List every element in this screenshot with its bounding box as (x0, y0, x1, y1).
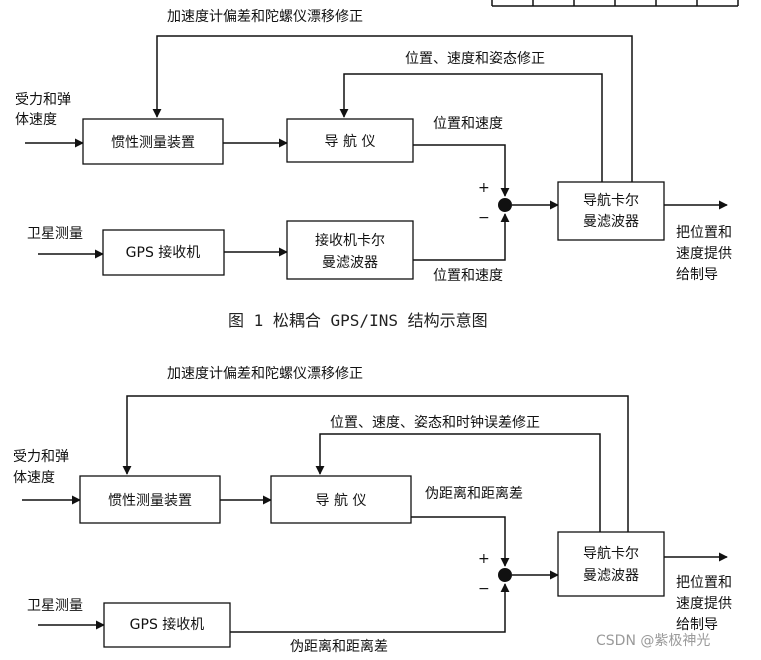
gps-receiver-box (102, 229, 225, 276)
imu-label: 惯性测量装置 (111, 134, 195, 151)
kf-label-line2: 曼滤波器 (583, 214, 639, 230)
nav-kalman-filter-box-2 (557, 531, 665, 597)
gps-to-junction-arrow-2 (230, 583, 510, 633)
output-label-line3: 给制导 (676, 267, 718, 283)
imu-label-2: 惯性测量装置 (108, 492, 192, 509)
nav-box-2 (270, 475, 412, 524)
mid-feedback-label-2: 位置、速度、姿态和时钟误差修正 (330, 414, 540, 431)
sat-input-label: 卫星测量 (27, 226, 83, 242)
output-label-2-line1: 把位置和 (676, 575, 732, 591)
gps-output-label: 位置和速度 (433, 268, 503, 284)
summing-junction-2 (498, 568, 512, 582)
rkf-to-junction-arrow (413, 213, 510, 261)
output-label-line2: 速度提供 (676, 246, 732, 262)
force-input-label-2-line2: 体速度 (13, 470, 55, 486)
top-feedback-arrow (152, 35, 633, 182)
nav-to-junction-arrow-2 (411, 516, 510, 567)
force-input-label-2-line1: 受力和弹 (13, 449, 69, 465)
gps-label: GPS 接收机 (126, 244, 201, 261)
sat-input-label-2: 卫星测量 (27, 598, 83, 614)
output-label-2-line3: 给制导 (676, 617, 718, 633)
table-remnant (491, 0, 739, 7)
nav-to-junction-arrow (413, 144, 510, 197)
plus-sign-2: + (478, 551, 490, 567)
kf-label-line1: 导航卡尔 (583, 193, 639, 209)
diagram-loose-coupling: 加速度计偏差和陀螺仪漂移修正 位置、速度和姿态修正 受力和弹 体速度 惯性测量装… (15, 9, 732, 330)
minus-sign-2: − (478, 581, 490, 597)
output-label-2-line2: 速度提供 (676, 596, 732, 612)
nav-label: 导 航 仪 (325, 134, 376, 150)
gps-receiver-box-2 (103, 602, 231, 648)
figure-caption: 图 1 松耦合 GPS/INS 结构示意图 (228, 311, 488, 330)
imu-box (82, 118, 224, 165)
nav-output-label-2: 伪距离和距离差 (425, 485, 523, 502)
gps-kf-label-line2: 曼滤波器 (322, 255, 378, 271)
nav-output-label: 位置和速度 (433, 116, 503, 132)
csdn-watermark: CSDN @紫极神光 (596, 633, 710, 649)
top-feedback-label: 加速度计偏差和陀螺仪漂移修正 (167, 9, 363, 25)
mid-feedback-label: 位置、速度和姿态修正 (405, 51, 545, 67)
mid-feedback-arrow-2 (315, 433, 601, 532)
force-input-label-line2: 体速度 (15, 112, 57, 128)
nav-box (286, 118, 414, 163)
top-feedback-arrow-2 (122, 395, 629, 532)
receiver-kalman-filter-box (286, 220, 414, 280)
diagram-tight-coupling: 加速度计偏差和陀螺仪漂移修正 位置、速度、姿态和时钟误差修正 受力和弹 体速度 … (13, 366, 732, 655)
kf-label-2-line2: 曼滤波器 (583, 568, 639, 584)
gps-kf-label-line1: 接收机卡尔 (315, 232, 385, 249)
gps-output-label-2: 伪距离和距离差 (290, 638, 388, 655)
kf-label-2-line1: 导航卡尔 (583, 546, 639, 562)
mid-feedback-arrow (339, 73, 603, 182)
summing-junction (498, 198, 512, 212)
nav-kalman-filter-box (557, 181, 665, 241)
force-input-label-line1: 受力和弹 (15, 92, 71, 108)
minus-sign: − (478, 210, 490, 226)
plus-sign: + (478, 180, 490, 196)
gps-label-2: GPS 接收机 (130, 616, 205, 633)
imu-box-2 (79, 475, 221, 524)
nav-label-2: 导 航 仪 (316, 493, 367, 509)
top-feedback-label-2: 加速度计偏差和陀螺仪漂移修正 (167, 366, 363, 382)
output-label-line1: 把位置和 (676, 225, 732, 241)
